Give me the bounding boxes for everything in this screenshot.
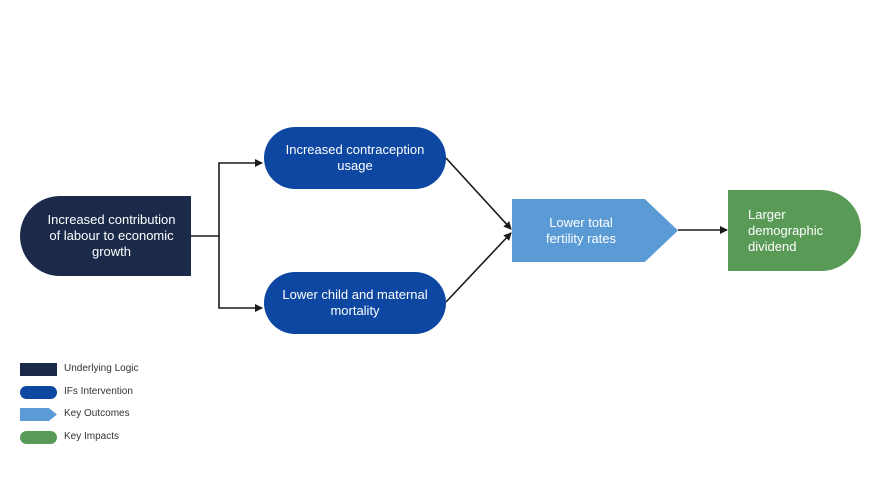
node-child-maternal-mortality: Lower child and maternal mortality <box>264 272 446 334</box>
node-demographic-dividend: Larger demographic dividend <box>728 190 861 271</box>
connector-mortality-to-fertility <box>445 232 512 303</box>
node-underlying-logic: Increased contribution of labour to econ… <box>20 196 191 276</box>
node-contraception-usage: Increased contraception usage <box>264 127 446 189</box>
legend-swatch-ifs-intervention <box>20 386 57 399</box>
node-fertility-rates: Lower total fertility rates <box>512 199 678 262</box>
node-fertility-rates-label: Lower total fertility rates <box>545 214 617 246</box>
node-underlying-logic-label: Increased contribution of labour to econ… <box>47 212 176 259</box>
connector-logic-to-contraception <box>191 159 263 237</box>
legend-label-ifs-intervention: IFs Intervention <box>64 386 133 397</box>
legend-label-key-impacts: Key Impacts <box>64 431 120 442</box>
node-demographic-dividend-label: Larger demographic dividend <box>748 206 824 254</box>
connector-logic-to-mortality <box>218 236 263 312</box>
legend-swatch-key-outcomes <box>20 408 57 421</box>
legend-swatch-underlying-logic <box>20 363 57 376</box>
legend-label-key-outcomes: Key Outcomes <box>64 408 130 419</box>
legend-label-underlying-logic: Underlying Logic <box>64 363 139 374</box>
legend-swatch-key-impacts <box>20 431 57 444</box>
node-child-maternal-mortality-label: Lower child and maternal mortality <box>282 287 428 318</box>
node-contraception-usage-label: Increased contraception usage <box>285 142 425 173</box>
connector-contraception-to-fertility <box>445 157 512 230</box>
